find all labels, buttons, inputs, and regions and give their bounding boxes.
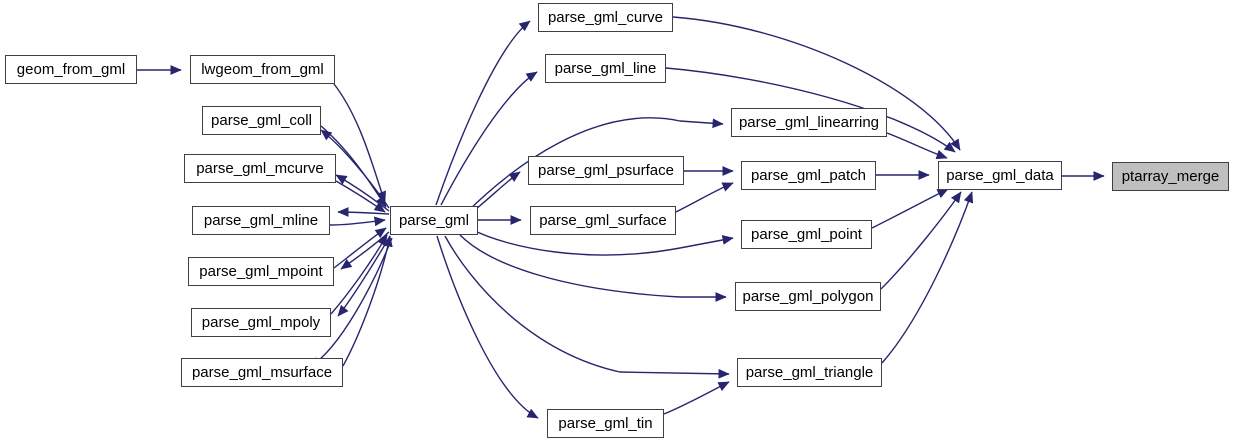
edge-parse_gml-to-parse_gml_polygon — [459, 234, 727, 302]
node-parse_gml_tin[interactable]: parse_gml_tin — [547, 409, 664, 438]
edge-parse_gml_polygon-to-parse_gml_data — [880, 191, 962, 290]
node-parse_gml_linearring[interactable]: parse_gml_linearring — [731, 108, 887, 137]
node-label: parse_gml_line — [554, 60, 657, 77]
node-label: parse_gml_mline — [203, 212, 319, 229]
node-label: parse_gml_polygon — [742, 288, 874, 305]
node-parse_gml_mcurve[interactable]: parse_gml_mcurve — [184, 154, 336, 183]
node-parse_gml_mpoint[interactable]: parse_gml_mpoint — [188, 257, 334, 286]
edge-parse_gml_mcurve-to-parse_gml — [335, 180, 386, 213]
edge-parse_gml-to-parse_gml_psurface — [470, 171, 521, 214]
node-label: parse_gml_curve — [547, 9, 664, 26]
edge-parse_gml-to-parse_gml_line — [440, 71, 538, 206]
edge-parse_gml-to-parse_gml_mpoly — [337, 235, 391, 317]
edge-parse_gml_linearring-to-parse_gml_data — [886, 132, 948, 160]
node-parse_gml_point[interactable]: parse_gml_point — [741, 220, 872, 249]
node-parse_gml_coll[interactable]: parse_gml_coll — [202, 106, 321, 135]
node-ptarray_merge[interactable]: ptarray_merge — [1112, 162, 1229, 191]
node-parse_gml[interactable]: parse_gml — [390, 206, 478, 235]
node-label: ptarray_merge — [1121, 168, 1220, 185]
node-label: parse_gml_coll — [211, 112, 312, 129]
edge-parse_gml_mpoly-to-parse_gml — [330, 234, 388, 315]
edge-parse_gml-to-parse_gml_triangle — [444, 235, 730, 379]
node-lwgeom_from_gml[interactable]: lwgeom_from_gml — [190, 55, 335, 84]
edge-parse_gml-to-parse_gml_curve — [435, 20, 531, 206]
node-label: lwgeom_from_gml — [201, 61, 324, 78]
node-label: parse_gml_linearring — [738, 114, 880, 131]
node-label: parse_gml_point — [751, 226, 862, 243]
edge-parse_gml_triangle-to-parse_gml_data — [881, 191, 974, 364]
edge-parse_gml_point-to-parse_gml_data — [871, 188, 949, 229]
edge-parse_gml-to-parse_gml_mline — [337, 207, 390, 217]
edge-parse_gml-to-parse_gml_tin — [436, 235, 539, 419]
node-parse_gml_curve[interactable]: parse_gml_curve — [538, 3, 673, 32]
node-label: parse_gml_msurface — [191, 364, 333, 381]
node-label: parse_gml_psurface — [538, 162, 674, 179]
edge-parse_gml_mline-to-parse_gml — [329, 216, 386, 227]
edge-parse_gml_tin-to-parse_gml_triangle — [663, 381, 730, 415]
node-parse_gml_mpoly[interactable]: parse_gml_mpoly — [191, 308, 331, 337]
node-parse_gml_mline[interactable]: parse_gml_mline — [192, 206, 330, 235]
node-label: parse_gml_mpoint — [199, 263, 323, 280]
edge-parse_gml_msurface-to-parse_gml — [342, 235, 393, 367]
node-label: parse_gml_triangle — [745, 364, 874, 381]
edge-lwgeom_from_gml-to-parse_gml — [333, 83, 386, 203]
edge-parse_gml_surface-to-parse_gml_patch — [675, 182, 734, 213]
node-label: parse_gml_patch — [750, 167, 867, 184]
node-label: geom_from_gml — [16, 61, 126, 78]
node-label: parse_gml — [398, 212, 470, 229]
node-parse_gml_psurface[interactable]: parse_gml_psurface — [528, 156, 684, 185]
node-label: parse_gml_mpoly — [201, 314, 321, 331]
node-label: parse_gml_data — [946, 167, 1054, 184]
node-label: parse_gml_tin — [558, 415, 653, 432]
node-parse_gml_triangle[interactable]: parse_gml_triangle — [737, 358, 882, 387]
node-label: parse_gml_surface — [539, 212, 667, 229]
node-geom_from_gml[interactable]: geom_from_gml — [5, 55, 137, 84]
node-parse_gml_patch[interactable]: parse_gml_patch — [741, 161, 876, 190]
edge-parse_gml-to-parse_gml_mpoint — [340, 231, 390, 270]
node-parse_gml_line[interactable]: parse_gml_line — [545, 54, 666, 83]
node-parse_gml_polygon[interactable]: parse_gml_polygon — [735, 282, 881, 311]
node-parse_gml_data[interactable]: parse_gml_data — [938, 161, 1062, 190]
edge-parse_gml_mpoint-to-parse_gml — [333, 227, 387, 269]
node-label: parse_gml_mcurve — [196, 160, 324, 177]
node-parse_gml_surface[interactable]: parse_gml_surface — [530, 206, 676, 235]
edge-parse_gml-to-parse_gml_mcurve — [335, 174, 390, 212]
node-parse_gml_msurface[interactable]: parse_gml_msurface — [181, 358, 343, 387]
